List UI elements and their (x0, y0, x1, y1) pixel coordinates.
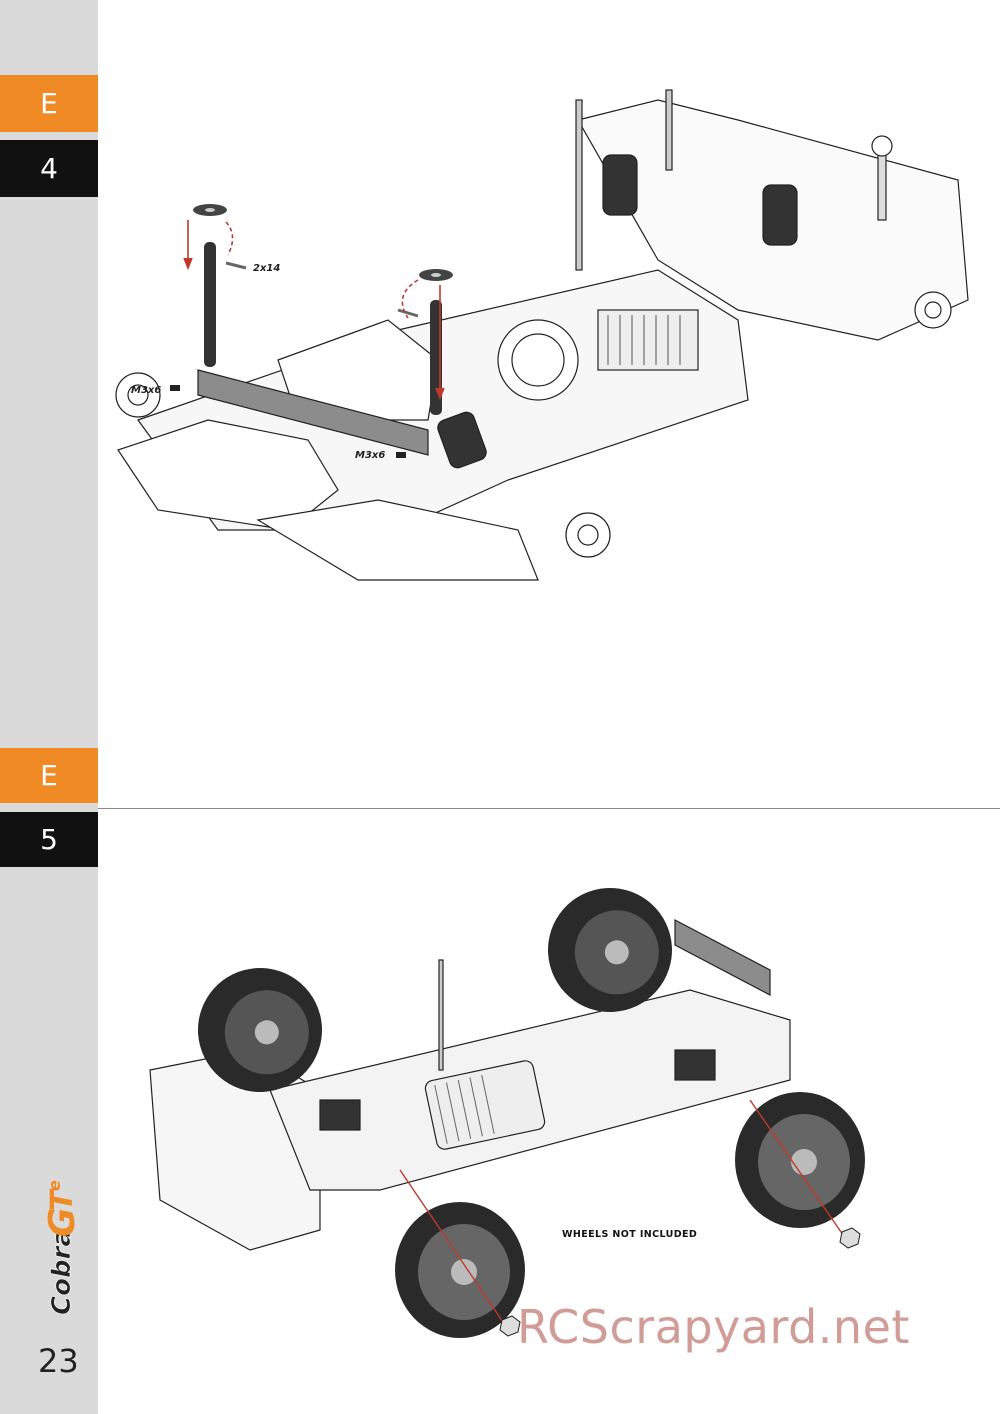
step-number-tab-4: 4 (0, 140, 98, 197)
screw-callout-left: M3x6 (131, 385, 162, 396)
sidebar (0, 0, 98, 1414)
cobra-gte-logo: Cobra G T e (42, 1180, 83, 1315)
step-number-tab-5: 5 (0, 812, 98, 867)
wheels-not-included-note: WHEELS NOT INCLUDED (562, 1229, 698, 1240)
svg-text:e: e (45, 1180, 64, 1191)
svg-text:T: T (45, 1188, 80, 1211)
screw-callout-right: M3x6 (355, 450, 386, 461)
pin-callout-2x14: 2x14 (253, 263, 281, 274)
section-divider (98, 808, 1000, 809)
step-letter-tab-e5: E (0, 748, 98, 803)
page-number: 23 (38, 1342, 79, 1380)
step-letter-tab-e4: E (0, 75, 98, 132)
svg-text:Cobra: Cobra (47, 1229, 77, 1315)
step-e5-wheels-illustration (149, 888, 865, 1338)
step-e4-chassis-illustration (115, 89, 969, 581)
svg-text:G: G (42, 1207, 83, 1237)
watermark-text: RCScrapyard.net (517, 1300, 910, 1354)
